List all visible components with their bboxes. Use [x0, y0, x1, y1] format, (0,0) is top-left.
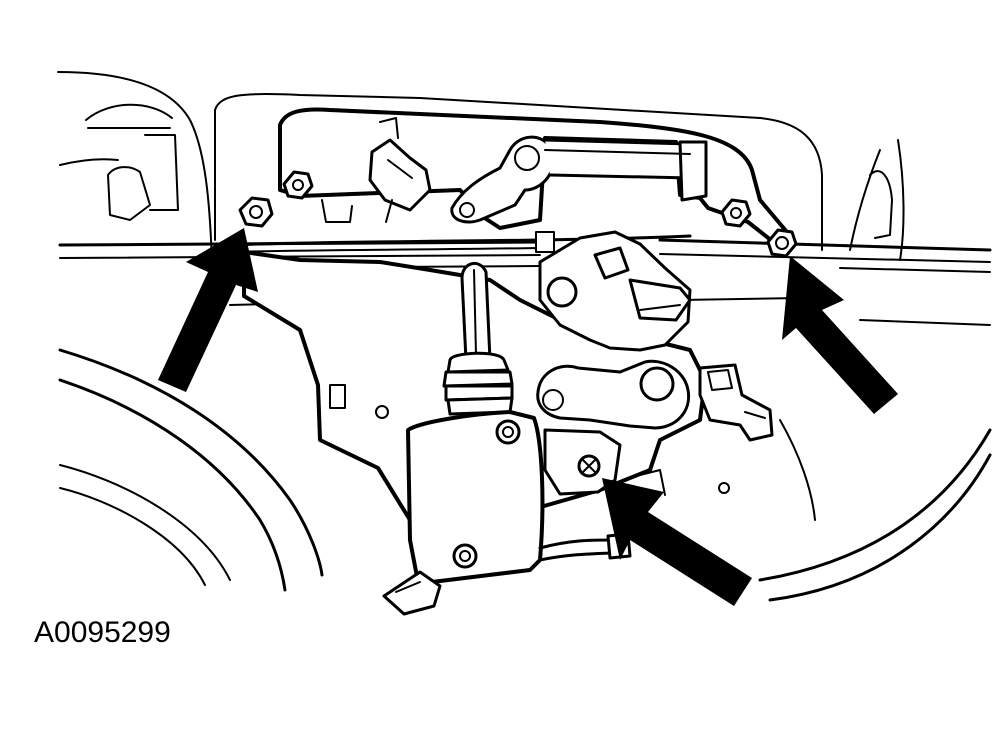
actuator-rod	[228, 231, 692, 253]
center-screw	[577, 454, 601, 478]
left-retaining-nut	[238, 196, 274, 228]
left-upper-nut	[282, 170, 314, 200]
door-panel-outline	[57, 71, 992, 602]
right-nut-arrow	[782, 256, 898, 414]
right-upper-nut	[720, 198, 752, 228]
right-retaining-nut	[766, 228, 798, 258]
bottom-screw-arrow	[602, 478, 752, 606]
figure-id-label: A0095299	[34, 616, 171, 649]
left-nut-arrow	[158, 228, 258, 392]
door-lock-actuator	[382, 262, 545, 616]
upper-linkage	[321, 117, 708, 224]
